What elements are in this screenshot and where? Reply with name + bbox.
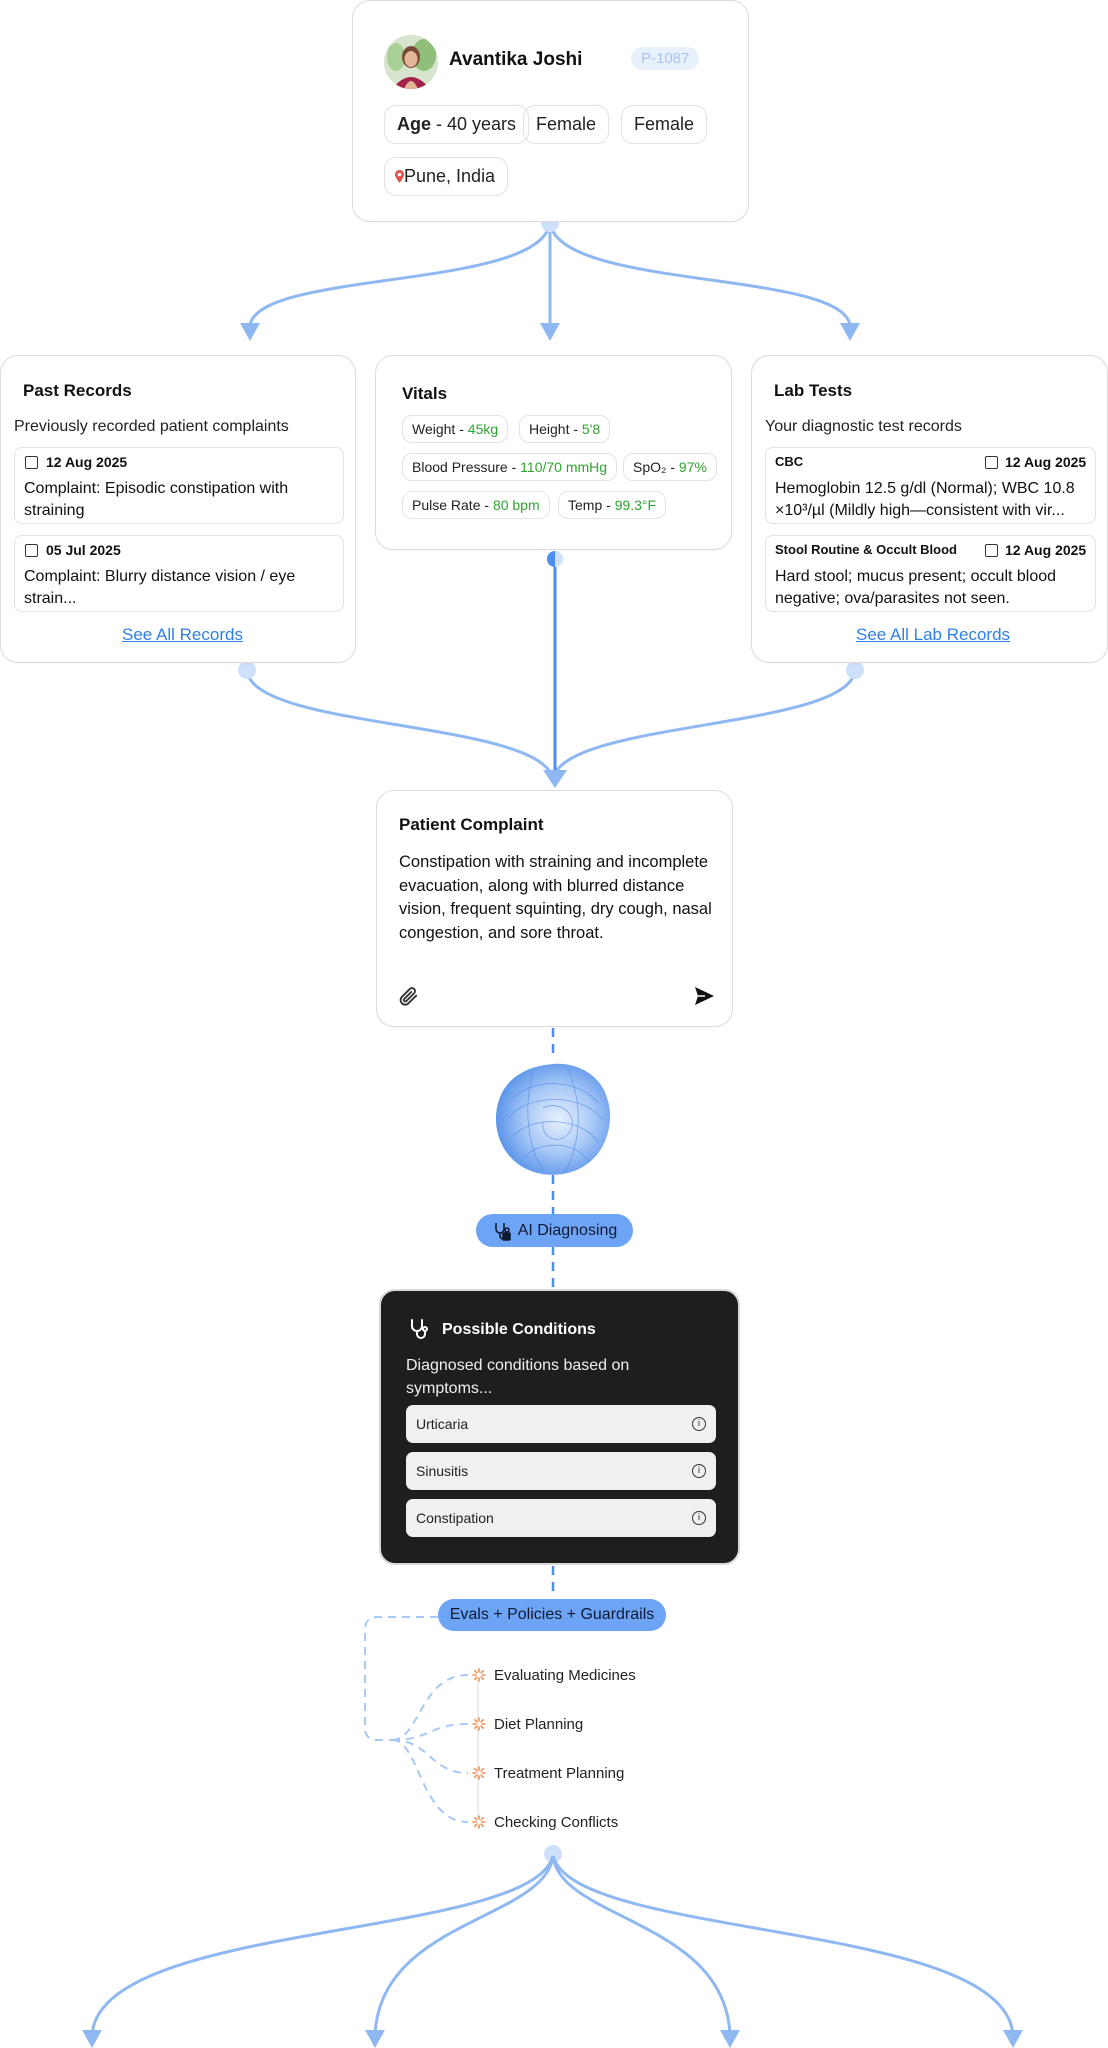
send-icon[interactable] xyxy=(692,984,716,1008)
condition-item[interactable]: Constipation i xyxy=(406,1499,716,1537)
age-chip: Age - 40 years xyxy=(384,105,530,144)
info-icon[interactable]: i xyxy=(692,1464,706,1478)
vitals-title: Vitals xyxy=(402,384,448,403)
step-checking-conflicts: Checking Conflicts xyxy=(472,1811,618,1833)
ai-orb-graphic xyxy=(483,1058,623,1180)
lab-test-name: CBC xyxy=(775,454,804,469)
stethoscope-icon xyxy=(407,1317,431,1341)
conditions-title: Possible Conditions xyxy=(442,1321,596,1338)
lab-test-text: Hemoglobin 12.5 g/dl (Normal); WBC 10.8 … xyxy=(775,480,1075,519)
past-records-title: Past Records xyxy=(23,381,132,400)
calendar-icon xyxy=(985,456,998,469)
record-text: Complaint: Episodic constipation with st… xyxy=(24,480,289,519)
location-pin-icon xyxy=(395,167,404,183)
calendar-icon xyxy=(25,456,38,469)
attachment-icon[interactable] xyxy=(397,985,419,1007)
guardrails-label: Evals + Policies + Guardrails xyxy=(449,1606,655,1623)
step-evaluating-medicines: Evaluating Medicines xyxy=(472,1664,636,1686)
condition-item[interactable]: Urticaria i xyxy=(406,1405,716,1443)
lab-record-item[interactable]: Stool Routine & Occult Blood 12 Aug 2025… xyxy=(765,535,1096,612)
possible-conditions-card: Possible Conditions Diagnosed conditions… xyxy=(379,1289,740,1565)
lab-tests-card: Lab Tests Your diagnostic test records C… xyxy=(751,355,1108,663)
record-text: Complaint: Blurry distance vision / eye … xyxy=(24,568,296,607)
step-label: Checking Conflicts xyxy=(494,1813,619,1831)
vital-label: Temp xyxy=(568,497,603,513)
condition-label: Urticaria xyxy=(416,1416,469,1432)
step-diet-planning: Diet Planning xyxy=(472,1713,583,1735)
step-label: Diet Planning xyxy=(494,1715,584,1733)
gender-chip-2: Female xyxy=(621,105,708,144)
step-label: Treatment Planning xyxy=(494,1764,625,1782)
record-date: 05 Jul 2025 xyxy=(46,542,121,558)
lab-test-date: 12 Aug 2025 xyxy=(1005,454,1087,470)
past-records-subtitle: Previously recorded patient complaints xyxy=(14,418,289,435)
vital-chip-temp: Temp - 99.3°F xyxy=(558,491,667,519)
gender-chip: Female xyxy=(523,105,610,144)
vital-chip-spo2: SpO₂ - 97% xyxy=(623,453,717,481)
vital-label: Blood Pressure xyxy=(412,459,508,475)
guardrails-pill: Evals + Policies + Guardrails xyxy=(438,1599,666,1631)
avatar xyxy=(384,35,438,89)
loading-spinner-icon xyxy=(472,1815,486,1829)
record-item[interactable]: 12 Aug 2025 Complaint: Episodic constipa… xyxy=(14,447,344,524)
condition-label: Constipation xyxy=(416,1510,494,1526)
patient-id-badge: P-1087 xyxy=(631,47,700,70)
doctor-icon xyxy=(492,1221,512,1241)
condition-item[interactable]: Sinusitis i xyxy=(406,1452,716,1490)
loading-spinner-icon xyxy=(472,1668,486,1682)
vital-chip-pulse: Pulse Rate - 80 bpm xyxy=(402,491,550,519)
vital-value: 45kg xyxy=(467,421,499,437)
step-label: Evaluating Medicines xyxy=(494,1666,636,1684)
loading-spinner-icon xyxy=(472,1766,486,1780)
location-chip: Pune, India xyxy=(384,157,509,196)
see-all-lab-records-link[interactable]: See All Lab Records xyxy=(856,625,1011,644)
vital-chip-height: Height - 5'8 xyxy=(519,415,611,443)
complaint-title: Patient Complaint xyxy=(399,815,544,834)
info-icon[interactable]: i xyxy=(692,1417,706,1431)
vital-value: 5'8 xyxy=(581,421,601,437)
calendar-icon xyxy=(25,544,38,557)
age-value: - 40 years xyxy=(431,114,517,134)
past-records-card: Past Records Previously recorded patient… xyxy=(0,355,356,663)
lab-test-name: Stool Routine & Occult Blood xyxy=(775,542,957,557)
patient-name: Avantika Joshi xyxy=(449,49,583,70)
conditions-subtitle: Diagnosed conditions based on symptoms..… xyxy=(406,1357,630,1397)
record-date: 12 Aug 2025 xyxy=(46,454,128,470)
lab-tests-subtitle: Your diagnostic test records xyxy=(765,418,962,435)
patient-card: Avantika Joshi P-1087 Age - 40 years Fem… xyxy=(352,0,749,222)
lab-tests-title: Lab Tests xyxy=(774,381,853,400)
location-text: Pune, India xyxy=(404,166,496,186)
condition-label: Sinusitis xyxy=(416,1463,469,1479)
info-icon[interactable]: i xyxy=(692,1511,706,1525)
ai-diagnosing-pill: AI Diagnosing xyxy=(476,1214,633,1247)
vitals-card: Vitals Weight - 45kg Height - 5'8 Blood … xyxy=(375,355,732,550)
patient-complaint-card: Patient Complaint Constipation with stra… xyxy=(376,790,733,1027)
vital-value: 97% xyxy=(678,459,707,475)
vital-value: 99.3°F xyxy=(614,497,657,513)
vital-label: SpO₂ xyxy=(633,459,667,475)
ai-diagnosing-label: AI Diagnosing xyxy=(517,1221,618,1239)
lab-record-item[interactable]: CBC 12 Aug 2025 Hemoglobin 12.5 g/dl (No… xyxy=(765,447,1096,524)
complaint-text[interactable]: Constipation with straining and incomple… xyxy=(399,853,712,942)
see-all-records-link[interactable]: See All Records xyxy=(122,625,243,644)
vital-value: 110/70 mmHg xyxy=(520,459,608,475)
step-treatment-planning: Treatment Planning xyxy=(472,1762,624,1784)
vital-chip-weight: Weight - 45kg xyxy=(402,415,509,443)
lab-test-date: 12 Aug 2025 xyxy=(1005,542,1087,558)
record-item[interactable]: 05 Jul 2025 Complaint: Blurry distance v… xyxy=(14,535,344,612)
age-label: Age xyxy=(397,114,432,134)
vital-label: Weight xyxy=(412,421,456,437)
vital-value: 80 bpm xyxy=(492,497,540,513)
vital-chip-blood-pressure: Blood Pressure - 110/70 mmHg xyxy=(402,453,618,481)
loading-spinner-icon xyxy=(472,1717,486,1731)
calendar-icon xyxy=(985,544,998,557)
vital-label: Pulse Rate xyxy=(412,497,481,513)
vital-label: Height xyxy=(529,421,570,437)
lab-test-text: Hard stool; mucus present; occult blood … xyxy=(775,568,1057,607)
